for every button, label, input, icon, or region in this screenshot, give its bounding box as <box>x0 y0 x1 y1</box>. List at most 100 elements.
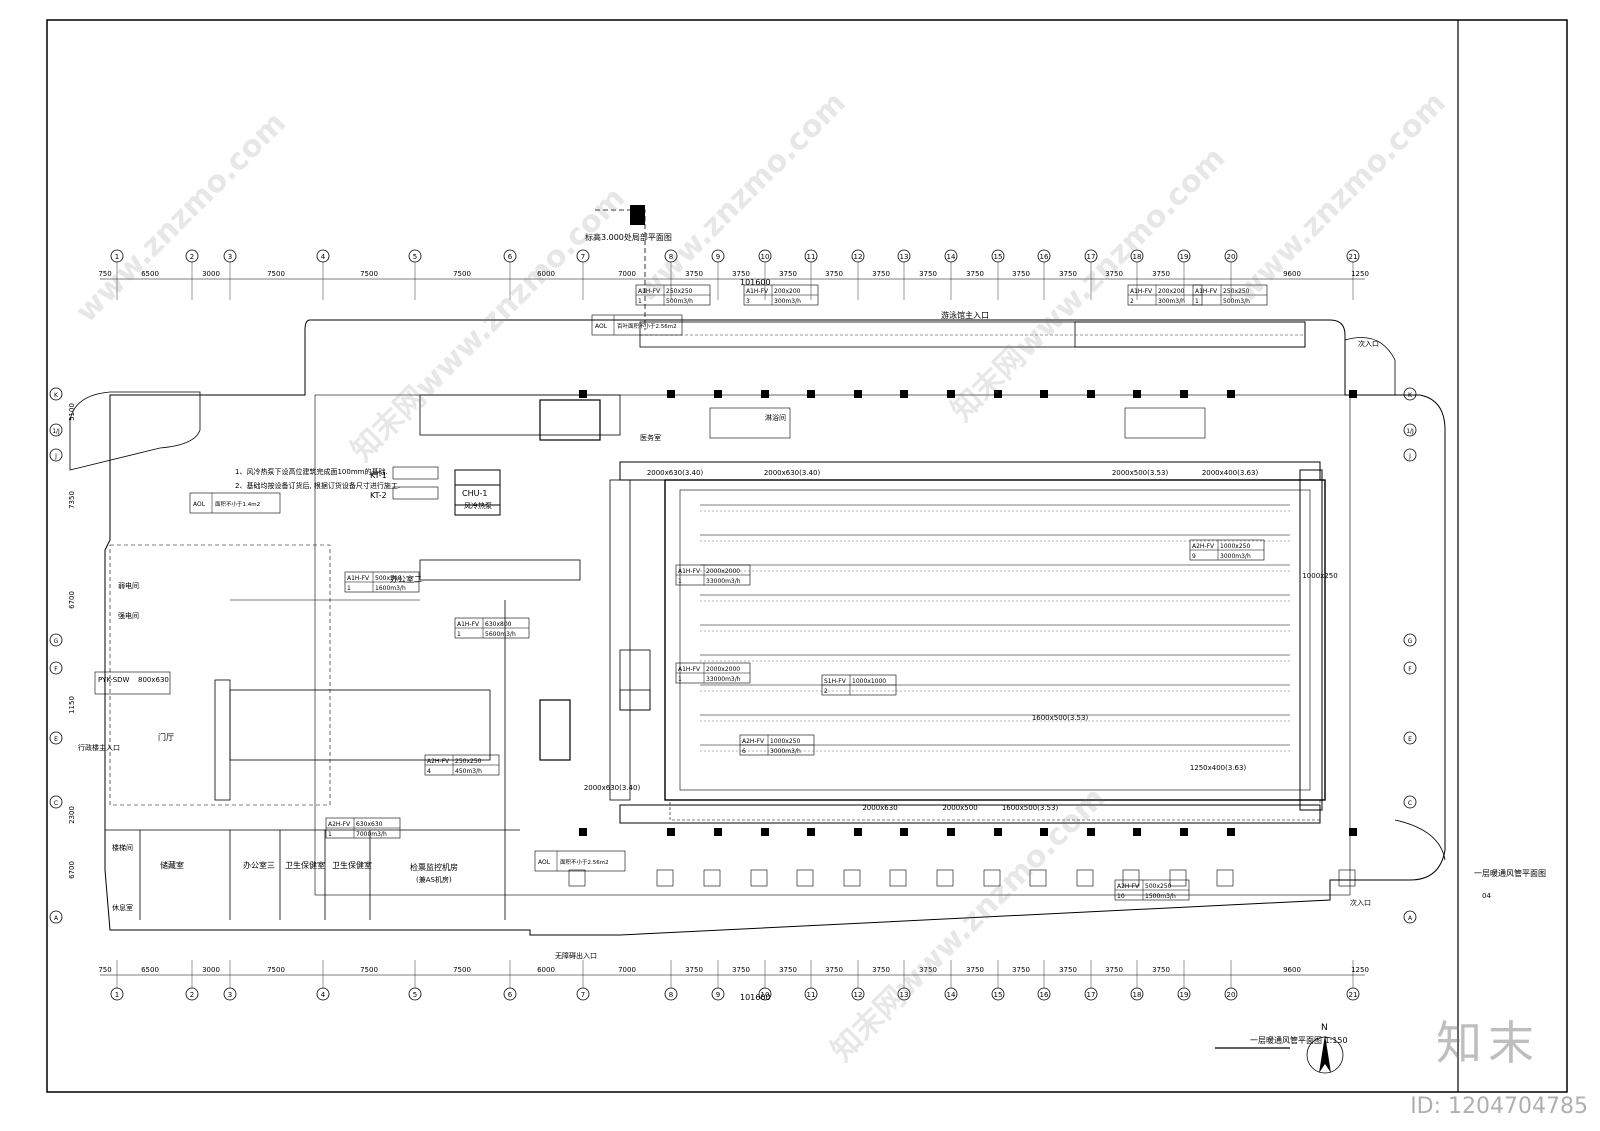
grid-bubble-left <box>49 731 63 745</box>
dimension-top: 9600 <box>1283 270 1301 278</box>
dimension-bottom: 7500 <box>360 966 378 974</box>
grid-bubble-right <box>1403 423 1417 437</box>
louver-tag-text: 面积不小于1.4m2 <box>215 500 260 508</box>
grid-label-right: C <box>1408 800 1412 807</box>
structural-column <box>1227 828 1235 836</box>
label-shower: 淋浴间 <box>765 413 786 422</box>
label-barrier-free: 无障碍出入口 <box>555 951 597 960</box>
grid-bubble-right <box>1403 633 1417 647</box>
dimension-bottom: 3750 <box>779 966 797 974</box>
tag-name: A2H-FV <box>1192 543 1215 550</box>
room-partitions <box>105 599 520 920</box>
duct-size-labels: 2000x630(3.40)2000x630(3.40)2000x630(3.4… <box>584 469 1338 812</box>
structural-column <box>947 390 955 398</box>
tag-size: 200x200 <box>1158 288 1185 295</box>
chu-label: CHU-1 <box>462 489 487 498</box>
grid-label-right: A <box>1408 915 1413 922</box>
grid-bubble-left <box>49 423 63 437</box>
dimension-bottom: 3750 <box>1012 966 1030 974</box>
structural-column <box>761 390 769 398</box>
grid-label-right: 1/J <box>1406 428 1414 435</box>
floor-grille <box>1122 869 1140 887</box>
grid-bubble-right <box>1403 387 1417 401</box>
dimension-bottom: 3750 <box>919 966 937 974</box>
structural-column <box>1040 390 1048 398</box>
watermark-id: ID: 1204704785 <box>1410 1094 1588 1119</box>
grid-label-top: 5 <box>413 253 417 261</box>
dimension-side: 6700 <box>68 591 76 609</box>
dimension-bottom: 6000 <box>537 966 555 974</box>
tag-qty: 4 <box>427 768 431 775</box>
structural-column <box>1133 828 1141 836</box>
grid-label-bottom: 14 <box>947 991 956 999</box>
grid-label-left: E <box>54 736 58 743</box>
grid-label-top: 15 <box>994 253 1003 261</box>
structural-column <box>900 828 908 836</box>
tag-name: A1H-FV <box>678 568 701 575</box>
pyk-size: 800x630 <box>138 676 169 684</box>
label-office-2: 办公室二 <box>390 574 422 584</box>
tag-name: S1H-FV <box>824 678 847 685</box>
duct-size-label: 2000x630 <box>862 804 897 812</box>
dimension-top: 3750 <box>779 270 797 278</box>
tag-name: A2H-FV <box>742 738 765 745</box>
total-length-top: 101600 <box>740 278 771 287</box>
total-length-bottom: 101600 <box>740 993 771 1002</box>
structural-column <box>579 390 587 398</box>
tag-flow: 500m3/h <box>1223 298 1250 305</box>
dimension-top: 6500 <box>141 270 159 278</box>
structural-column <box>807 390 815 398</box>
grid-label-top: 3 <box>228 253 232 261</box>
duct-size-label: 2000x400(3.63) <box>1202 469 1259 477</box>
grid-label-bottom: 4 <box>321 991 326 999</box>
grid-label-right: J <box>1408 453 1411 460</box>
grid-bubble-right <box>1403 795 1417 809</box>
grid-bubble-right <box>1403 731 1417 745</box>
grid-label-bottom: 21 <box>1349 991 1358 999</box>
label-medical: 医务室 <box>640 433 661 442</box>
grid-label-bottom: 5 <box>413 991 417 999</box>
grid-label-top: 9 <box>716 253 720 261</box>
tag-name: A1H-FV <box>1130 288 1153 295</box>
tag-name: A1H-FV <box>746 288 769 295</box>
louver-tag-name: AOL <box>193 501 206 508</box>
dimension-bottom: 3750 <box>1059 966 1077 974</box>
label-storage: 储藏室 <box>160 860 184 870</box>
pyk-tag <box>94 671 171 695</box>
structural-column <box>900 390 908 398</box>
grid-label-bottom: 1 <box>115 991 119 999</box>
dimension-side: 5100 <box>68 403 76 421</box>
grid-label-top: 1 <box>115 253 119 261</box>
grid-bubble-left <box>49 387 63 401</box>
dimension-bottom: 7500 <box>453 966 471 974</box>
tag-name: A1H-FV <box>638 288 661 295</box>
tag-qty: 1 <box>347 585 351 592</box>
structural-column <box>854 390 862 398</box>
dimension-top: 750 <box>98 270 111 278</box>
tag-qty: 2 <box>1130 298 1134 305</box>
dimension-bottom: 9600 <box>1283 966 1301 974</box>
dimension-bottom: 3750 <box>872 966 890 974</box>
dimension-top: 3750 <box>1059 270 1077 278</box>
structural-column <box>1180 390 1188 398</box>
tag-flow: 300m3/h <box>774 298 801 305</box>
grid-label-top: 7 <box>581 253 585 261</box>
kt1-label: KT-1 <box>370 471 387 480</box>
grid-bubble-left <box>49 661 63 675</box>
tag-flow: 3000m3/h <box>1220 553 1251 560</box>
floor-grille <box>796 869 814 887</box>
grid-label-right: E <box>1408 736 1412 743</box>
structural-column <box>714 390 722 398</box>
building-outline <box>69 319 1446 936</box>
grid-label-bottom: 12 <box>854 991 863 999</box>
tag-size: 250x250 <box>455 758 482 765</box>
floor-grille <box>983 869 1001 887</box>
grid-label-top: 8 <box>669 253 673 261</box>
sheet-title: 一层暖通风管平面图 <box>1474 868 1546 878</box>
grid-label-left: G <box>54 638 59 645</box>
tag-size: 1000x1000 <box>852 678 886 685</box>
floor-grille <box>889 869 907 887</box>
